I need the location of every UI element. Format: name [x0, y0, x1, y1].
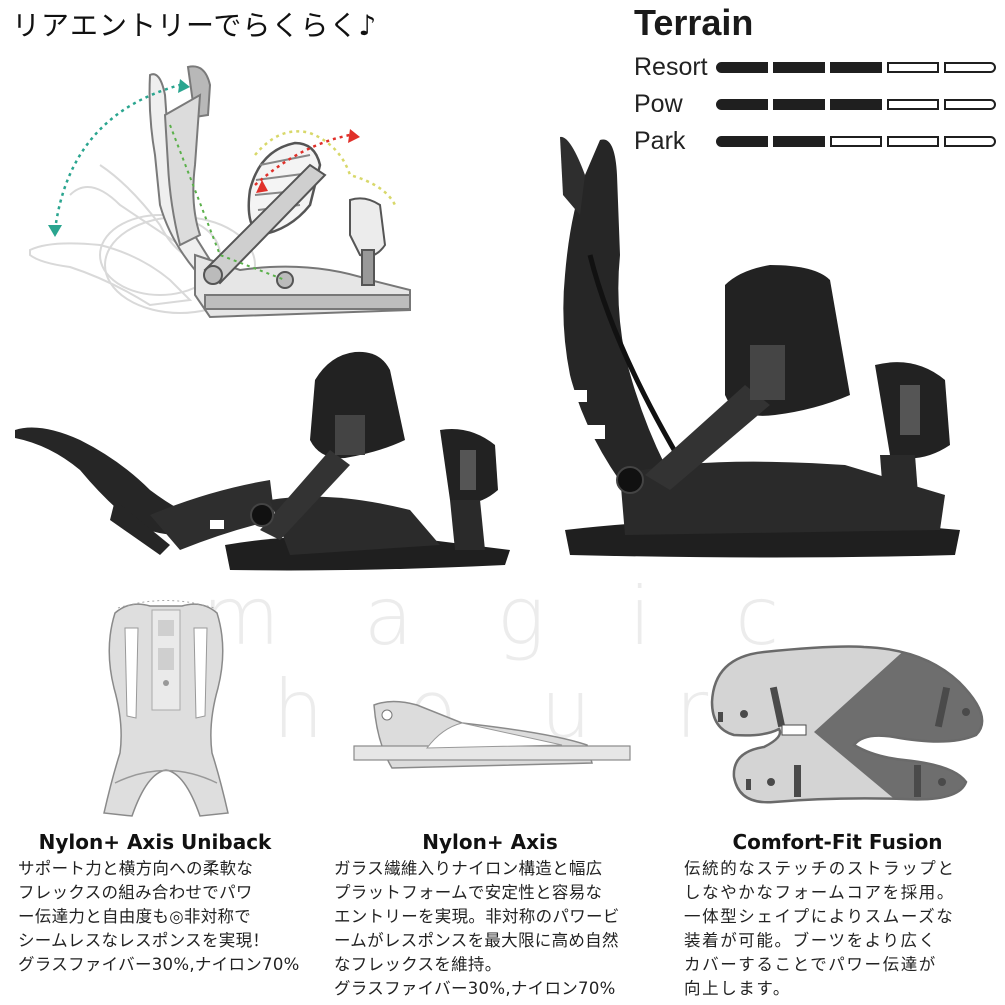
rating-segment — [944, 98, 996, 110]
feature-body-axis: ガラス繊維入りナイロン構造と幅広 プラットフォームで安定性と容易な エントリーを… — [334, 859, 620, 998]
feature-title-comfort-fit: Comfort-Fit Fusion — [732, 830, 943, 854]
feature-title-axis: Nylon+ Axis — [422, 830, 558, 854]
rating-segment — [887, 61, 939, 73]
rating-segment — [887, 135, 939, 147]
feature-body-uniback: サポート力と横方向への柔軟な フレックスの組み合わせでパワ ー伝達力と自由度も◎… — [18, 859, 300, 974]
terrain-label: Park — [634, 126, 686, 155]
rating-segment — [716, 98, 768, 110]
terrain-label: Resort — [634, 52, 708, 81]
terrain-row-park: Park — [634, 126, 1001, 156]
rating-segment — [773, 135, 825, 147]
rating-segment — [773, 98, 825, 110]
baseplate-icon — [353, 700, 631, 769]
rating-segment — [716, 61, 768, 73]
headline: リアエントリーでらくらく♪ — [12, 9, 378, 42]
terrain-row-resort: Resort — [634, 52, 1001, 82]
rating-segment — [830, 98, 882, 110]
binding-highback-up-photo — [560, 136, 960, 558]
rating-segment — [944, 135, 996, 147]
terrain-row-pow: Pow — [634, 89, 1001, 119]
rating-segment — [944, 61, 996, 73]
terrain-title: Terrain — [634, 2, 754, 43]
feature-title-uniback: Nylon+ Axis Uniback — [38, 830, 272, 854]
rating-segment — [830, 135, 882, 147]
feature-body-comfort-fit: 伝統的なステッチのストラップと しなやかなフォームコアを採用。 一体型シェイプに… — [684, 859, 956, 998]
rating-segment — [887, 98, 939, 110]
highback-icon — [103, 600, 229, 817]
rating-segment — [716, 135, 768, 147]
rating-segment — [830, 61, 882, 73]
binding-highback-down-photo — [15, 351, 510, 571]
rating-segment — [773, 61, 825, 73]
strap-pad-icon — [710, 645, 984, 804]
terrain-label: Pow — [634, 89, 683, 118]
rear-entry-motion-diagram — [29, 65, 411, 319]
